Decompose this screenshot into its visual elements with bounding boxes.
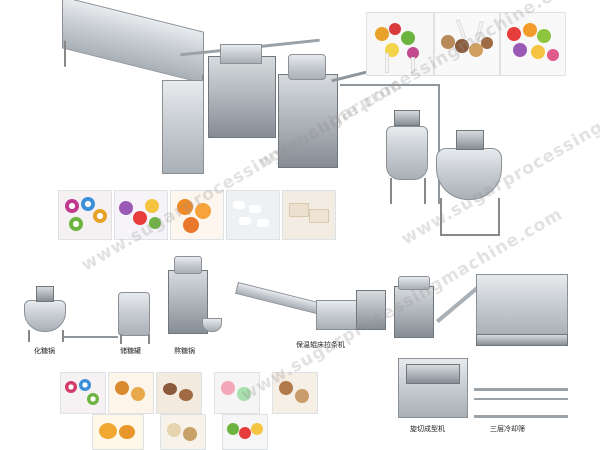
candy-photo-mixed — [114, 190, 168, 240]
label-three-layer-cooling: 三层冷却筛 — [490, 425, 525, 433]
candy-photo-jelly — [222, 414, 268, 450]
sugar-dissolving-pot — [24, 300, 66, 332]
heat-preservation-conveyor — [235, 282, 320, 314]
storage-tank-legs — [390, 178, 426, 204]
sugar-storage-tank — [118, 292, 150, 336]
candy-photo-nougat — [282, 190, 336, 240]
sugar-dissolving-pot-legs — [28, 330, 64, 342]
storage-tank — [386, 126, 428, 180]
sugar-storage-tank-legs — [120, 334, 150, 344]
candy-photo-orange — [170, 190, 224, 240]
depositor-machine — [208, 56, 276, 138]
forming-machine-head — [398, 276, 430, 290]
label-cooking-pot: 熬糖锅 — [174, 347, 195, 355]
three-layer-cooling-sieve-mid — [474, 398, 568, 400]
vacuum-cooker-top — [288, 54, 326, 80]
cooking-pot-bowl — [202, 318, 222, 332]
label-rotary-cutting-forming: 旋切成型机 — [410, 425, 445, 433]
candy-photo-nut — [160, 414, 206, 450]
sugar-dissolving-pot-top — [36, 286, 54, 302]
rope-sizer — [356, 290, 386, 330]
lollipop-photo-1 — [366, 12, 434, 76]
candy-photo-yellow — [92, 414, 144, 450]
candy-photo-pastel — [214, 372, 260, 414]
storage-tank-motor — [394, 110, 420, 126]
overhead-pipe-drop — [438, 84, 440, 204]
lollipop-photo-3 — [500, 12, 566, 76]
control-cabinet — [162, 80, 204, 174]
candy-photo-brown — [272, 372, 318, 414]
overhead-pipe — [340, 84, 440, 86]
candy-photo-striped — [60, 372, 106, 414]
candy-photo-swirl — [58, 190, 112, 240]
rotary-cutting-forming-panel — [406, 364, 460, 384]
vacuum-cooker-frame — [278, 74, 338, 168]
pipe-1 — [64, 336, 118, 338]
candy-photo-caramel — [108, 372, 154, 414]
top-production-line — [40, 0, 502, 248]
depositor-hopper — [220, 44, 262, 64]
candy-photo-toffee — [156, 372, 202, 414]
batch-roller — [316, 300, 358, 330]
label-heat-preservation-bed: 保温辊床拉条机 — [296, 341, 345, 349]
label-sugar-dissolving-pot: 化糖锅 — [34, 347, 55, 355]
lollipop-photo-2 — [434, 12, 500, 76]
cooling-tunnel-right — [476, 274, 568, 336]
jacketed-kettle-mixer — [456, 130, 484, 150]
jacketed-kettle-stand — [440, 198, 500, 236]
cooking-pot — [168, 270, 208, 334]
cooling-tunnel-right-base — [476, 334, 568, 346]
three-layer-cooling-sieve — [474, 388, 568, 418]
candy-photo-white — [226, 190, 280, 240]
cooking-pot-top — [174, 256, 202, 274]
label-sugar-storage-tank: 储糖罐 — [120, 347, 141, 355]
forming-machine — [394, 286, 434, 338]
